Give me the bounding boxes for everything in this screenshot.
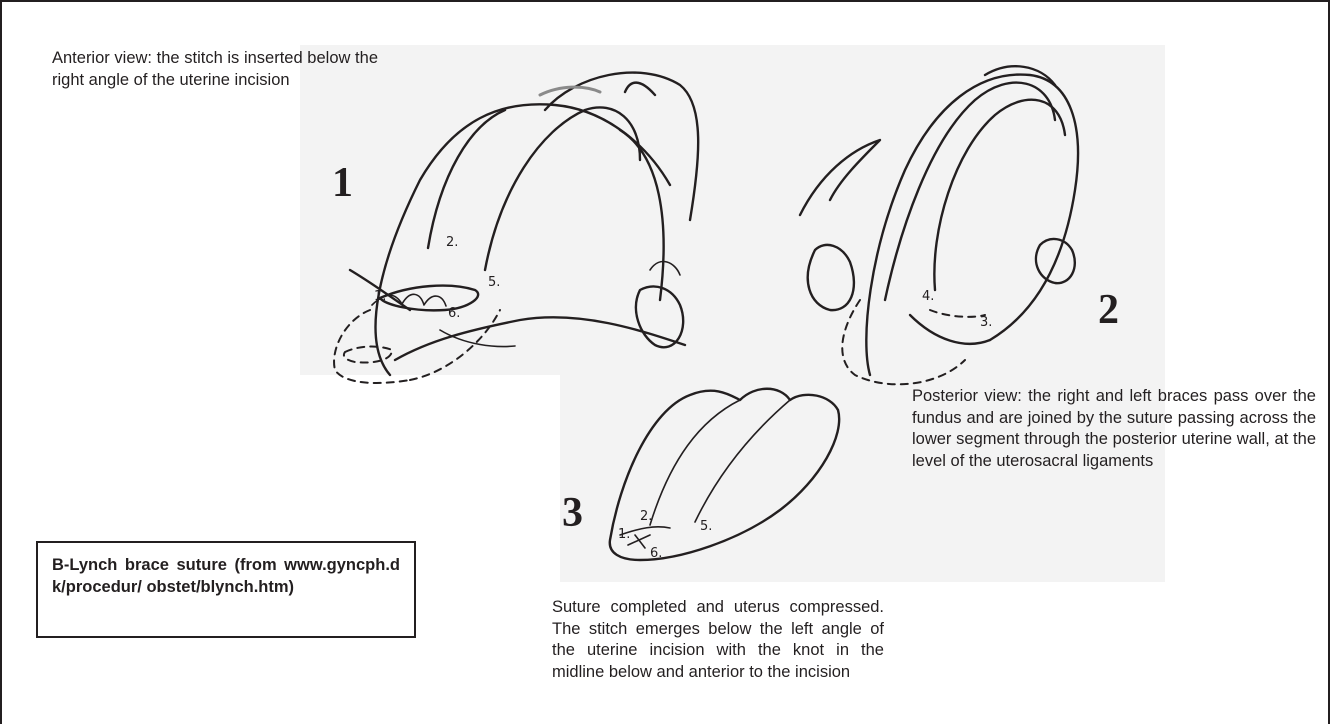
anterior-view-drawing: 1. 2. 5. 6.: [334, 73, 698, 383]
anterior-label-5: 5.: [488, 275, 500, 290]
figure-number-2: 2: [1098, 289, 1119, 331]
source-box: B-Lynch brace suture (from www.gyncph.dk…: [36, 541, 416, 638]
anterior-label-2: 2.: [446, 235, 458, 250]
anterior-label-6: 6.: [448, 306, 460, 321]
completed-label-1: 1.: [618, 527, 630, 542]
completed-label-2: 2.: [640, 509, 652, 524]
completed-view-caption: Suture completed and uterus compressed. …: [552, 597, 884, 683]
completed-label-6: 6.: [650, 546, 662, 561]
posterior-view-drawing: 4. 3.: [800, 66, 1078, 384]
posterior-label-4: 4.: [922, 289, 934, 304]
anterior-label-1: 1.: [374, 289, 386, 304]
figure-number-1: 1: [332, 162, 353, 204]
posterior-label-3: 3.: [980, 315, 992, 330]
source-citation: B-Lynch brace suture (from www.gyncph.dk…: [52, 554, 400, 598]
completed-label-5: 5.: [700, 519, 712, 534]
anterior-view-caption: Anterior view: the stitch is inserted be…: [52, 48, 378, 91]
completed-view-drawing: 1. 2. 5. 6.: [610, 389, 839, 561]
figure-number-3: 3: [562, 492, 583, 534]
posterior-view-caption: Posterior view: the right and left brace…: [912, 386, 1316, 472]
